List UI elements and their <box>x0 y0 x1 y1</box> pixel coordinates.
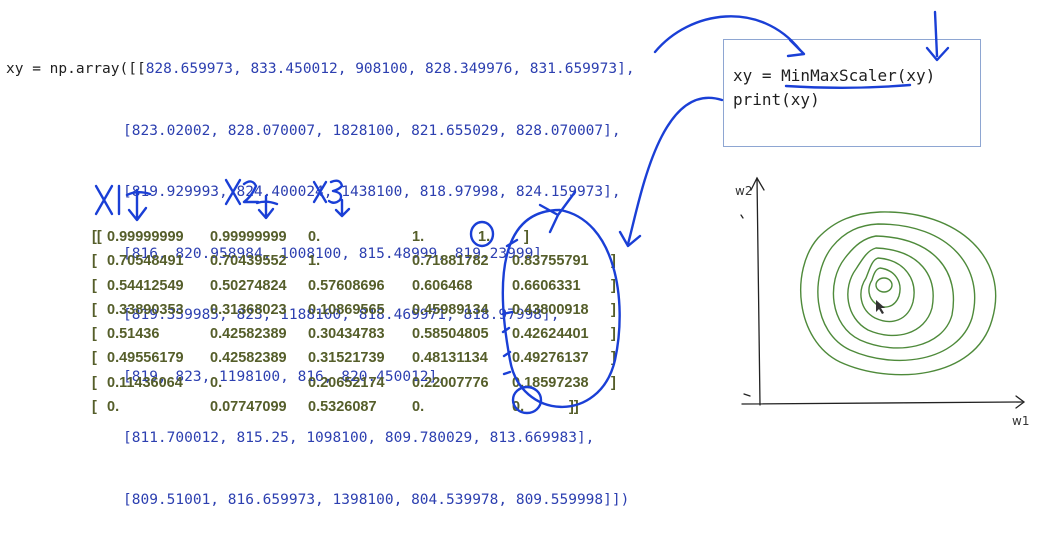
cell: 0.31521739 <box>308 350 385 367</box>
cell: 0.99999999 <box>107 229 184 245</box>
cell: 0.99999999 <box>210 229 287 245</box>
x1-down-arrow <box>127 188 148 222</box>
code-row: 828.659973, 833.450012, 908100, 828.3499… <box>145 61 635 77</box>
cell: 1. <box>308 253 321 270</box>
cell: 0.51436 <box>107 326 160 343</box>
row-open: [ <box>92 301 97 318</box>
cell: 0.31368023 <box>210 301 287 318</box>
cell: 0.33890353 <box>107 301 184 318</box>
cell: 0. <box>107 399 120 416</box>
row-close: ]] <box>569 399 579 416</box>
cell: 0.49276137 <box>512 350 589 367</box>
row-close: ] <box>611 326 616 343</box>
code-row: [819.359985, 823, 1188100, 818.469971, 8… <box>123 307 560 323</box>
cell: 0.48131134 <box>412 350 488 367</box>
cell: 0.10869565 <box>308 301 385 318</box>
cell: 0.11436064 <box>107 374 183 391</box>
row-close: ] <box>524 229 529 245</box>
code-row: [811.700012, 815.25, 1098100, 809.780029… <box>123 430 595 446</box>
cell: 1. <box>412 229 425 245</box>
cell: 0.6606331 <box>512 277 581 294</box>
row-open: [ <box>92 253 97 270</box>
code-row: [819, 823, 1198100, 816, 820.450012], <box>123 368 447 385</box>
cell: 0.70439552 <box>210 253 287 270</box>
code-line: [816, 820.958984, 1008100, 815.48999, 81… <box>6 244 635 265</box>
last-column-loop <box>501 208 621 408</box>
code-line: [819.359985, 823, 1188100, 818.469971, 8… <box>6 305 635 326</box>
code-line: [811.700012, 815.25, 1098100, 809.780029… <box>6 428 635 449</box>
row-open: [ <box>92 399 97 416</box>
w2-axis-label: w2 <box>735 184 752 198</box>
cursor-icon <box>876 300 885 314</box>
cell: 0. <box>308 229 321 245</box>
row-open: [ <box>92 326 97 343</box>
cell: 0.49556179 <box>107 350 184 367</box>
cell: 0.43800918 <box>512 301 589 318</box>
code-prefix: xy = np.array([[ <box>6 61 146 77</box>
cell: 0. <box>210 374 223 391</box>
callout-line-print: print(xy) <box>733 90 820 109</box>
code-line: [823.02002, 828.070007, 1828100, 821.655… <box>6 121 635 142</box>
code-row: [809.51001, 816.659973, 1398100, 804.539… <box>123 491 630 508</box>
cell: 0.54412549 <box>107 277 184 294</box>
code-row: [823.02002, 828.070007, 1828100, 821.655… <box>123 122 621 139</box>
cell: 0.57608696 <box>308 277 385 294</box>
cell: 0.30434783 <box>308 326 385 343</box>
cell: 0.20652174 <box>308 374 385 391</box>
w1-axis-label: w1 <box>1012 414 1029 428</box>
callout-line-scaler: xy = MinMaxScaler(xy) <box>733 66 936 85</box>
cell: 0.42582389 <box>210 350 287 367</box>
x1-stroke <box>94 184 114 216</box>
cell: 0.58504805 <box>412 326 489 343</box>
slide: xy = np.array([[828.659973, 833.450012, … <box>6 10 1029 508</box>
cell: 0.42582389 <box>210 326 287 343</box>
row-open: [[ <box>92 229 102 245</box>
row-open: [ <box>92 374 97 391</box>
code-line: xy = np.array([[828.659973, 833.450012, … <box>6 59 635 80</box>
contour-plot: w2 w1 <box>735 176 1029 428</box>
row-close: ] <box>611 301 616 318</box>
row-close: ] <box>611 277 616 294</box>
row-open: [ <box>92 277 97 294</box>
cell: 0.5326087 <box>308 399 377 416</box>
w1-axis <box>741 401 1023 405</box>
cell: 0.70548491 <box>107 253 184 270</box>
code-callout-box: xy = MinMaxScaler(xy) print(xy) <box>723 39 981 147</box>
code-line: [819.929993, 824.400024, 1438100, 818.97… <box>6 182 635 203</box>
cell: 0.07747099 <box>210 399 287 416</box>
cell: 0.606468 <box>412 277 473 294</box>
cell: 0.50274824 <box>210 277 287 294</box>
cell: 1. <box>478 229 491 245</box>
code-row: [816, 820.958984, 1008100, 815.48999, 81… <box>123 245 551 262</box>
cell: 0.45989134 <box>412 301 489 318</box>
row-close: ] <box>611 374 616 391</box>
cell: 0.71881782 <box>412 253 489 270</box>
row-open: [ <box>92 350 97 367</box>
code-line: [809.51001, 816.659973, 1398100, 804.539… <box>6 490 635 511</box>
row-close: ] <box>611 350 616 367</box>
arrow-to-output <box>626 96 724 246</box>
cell: 0.22007776 <box>412 374 489 391</box>
handwritten-annotations: w2 w1 <box>94 10 1029 428</box>
row-close: ] <box>611 253 616 270</box>
code-row: [819.929993, 824.400024, 1438100, 818.97… <box>123 184 621 200</box>
cell: 0.83755791 <box>512 253 589 270</box>
code-line: [819, 823, 1198100, 816, 820.450012], <box>6 367 635 388</box>
arrow-to-box <box>653 15 802 54</box>
w2-axis <box>756 177 761 406</box>
cell: 0. <box>412 399 425 416</box>
cell: 0.42624401 <box>512 326 589 343</box>
